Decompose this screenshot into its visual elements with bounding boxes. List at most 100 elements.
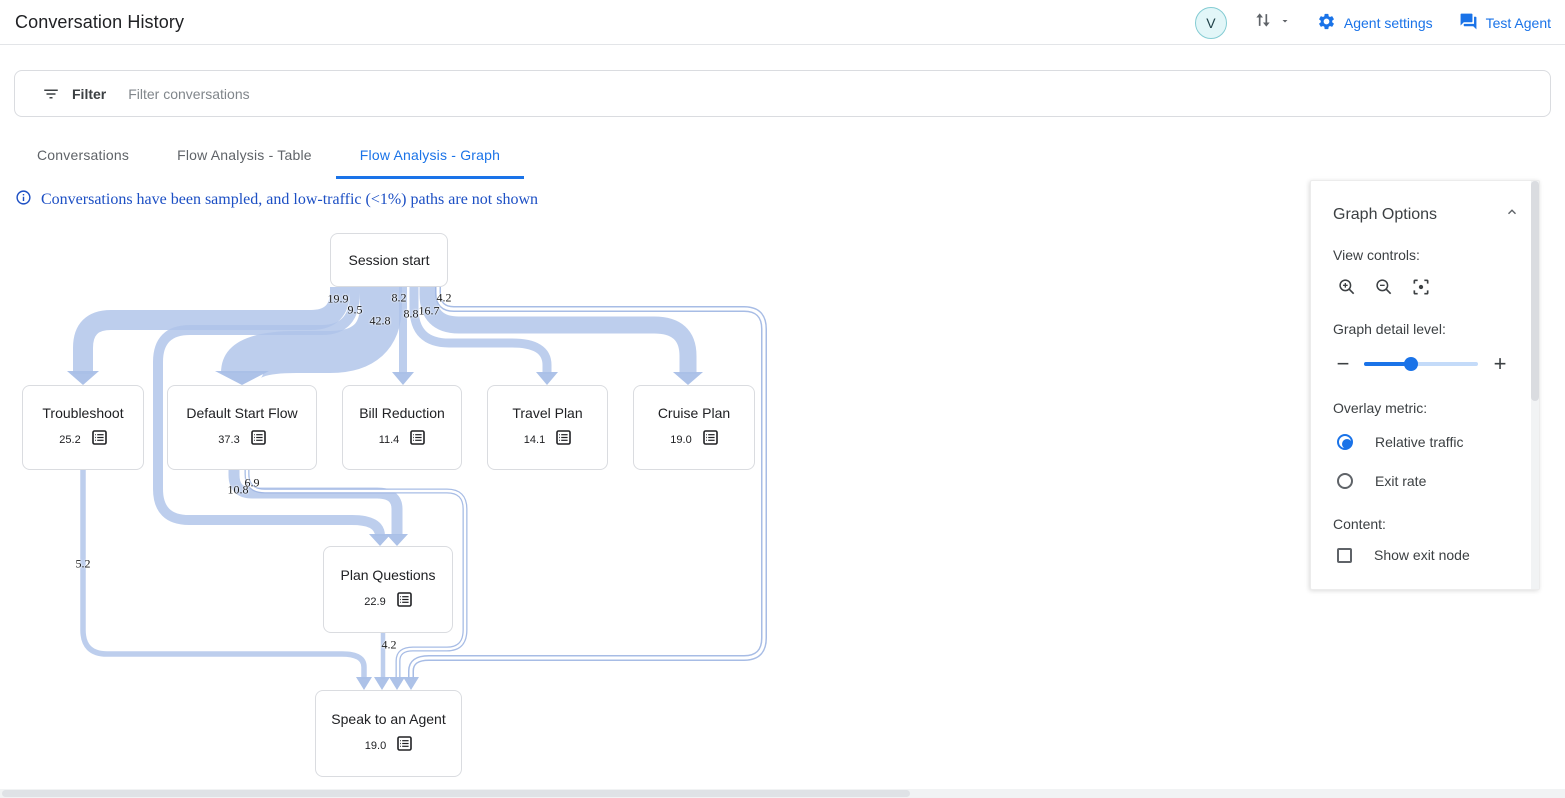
tab-label: Flow Analysis - Graph	[359, 146, 501, 163]
radio-label: Relative traffic	[1375, 434, 1464, 450]
agent-settings-button[interactable]: Agent settings	[1317, 12, 1433, 34]
panel-scrollbar-thumb[interactable]	[1531, 181, 1539, 402]
tab-bar: Conversations Flow Analysis - Table Flow…	[13, 133, 525, 179]
node-label: Bill Reduction	[359, 405, 445, 421]
horizontal-scrollbar-thumb[interactable]	[2, 790, 910, 797]
avatar[interactable]: V	[1194, 6, 1227, 39]
node-value: 37.3	[218, 434, 240, 446]
node-default-start-flow[interactable]: Default Start Flow 37.3	[167, 385, 317, 470]
edge-label: 10.8	[227, 482, 249, 497]
node-speak-to-an-agent[interactable]: Speak to an Agent 19.0	[315, 690, 462, 777]
node-value: 22.9	[364, 596, 386, 608]
avatar-initial: V	[1206, 14, 1216, 31]
radio-label: Exit rate	[1375, 473, 1427, 489]
tab-conversations[interactable]: Conversations	[13, 133, 153, 179]
chevron-down-icon	[1279, 14, 1291, 32]
content-label: Content:	[1333, 516, 1386, 532]
table-icon[interactable]	[556, 430, 572, 450]
edge-label: 16.7	[418, 303, 440, 318]
radio-relative-traffic[interactable]: Relative traffic	[1337, 434, 1519, 450]
test-agent-button[interactable]: Test Agent	[1459, 12, 1551, 34]
detail-decrease-button[interactable]: −	[1336, 351, 1350, 376]
slider-thumb[interactable]	[1403, 357, 1418, 371]
center-focus-icon[interactable]	[1411, 277, 1431, 297]
edge-session-travelplan	[409, 287, 552, 374]
edge-label: 19.9	[327, 291, 349, 306]
flow-arrowheads	[67, 371, 703, 690]
node-label: Cruise Plan	[657, 405, 731, 421]
tab-label: Conversations	[37, 146, 130, 163]
node-value: 14.1	[523, 434, 546, 446]
radio-selected-icon[interactable]	[1337, 434, 1353, 450]
sampling-notice: Conversations have been sampled, and low…	[15, 189, 538, 211]
detail-increase-button[interactable]: +	[1493, 351, 1507, 376]
node-label: Troubleshoot	[42, 405, 124, 421]
node-travel-plan[interactable]: Travel Plan 14.1	[487, 385, 608, 470]
edge-label: 6.9	[244, 475, 260, 490]
node-value: 25.2	[59, 434, 81, 446]
overlay-metric-label: Overlay metric:	[1333, 400, 1428, 416]
chat-icon	[1459, 12, 1478, 34]
node-bill-reduction[interactable]: Bill Reduction 11.4	[342, 385, 462, 470]
table-icon[interactable]	[396, 592, 412, 612]
node-label: Plan Questions	[340, 567, 436, 583]
header-actions: V Agent settings Test Agent	[1194, 0, 1551, 45]
notice-text: Conversations have been sampled, and low…	[41, 191, 539, 208]
node-value: 19.0	[670, 434, 692, 446]
detail-slider[interactable]	[1364, 357, 1478, 371]
edge-label: 9.5	[347, 302, 363, 317]
node-plan-questions[interactable]: Plan Questions 22.9	[323, 546, 453, 633]
node-session-start[interactable]: Session start	[330, 233, 448, 287]
panel-scrollbar[interactable]	[1531, 181, 1539, 589]
node-label: Default Start Flow	[186, 405, 298, 421]
filter-icon	[42, 85, 60, 103]
filter-label: Filter	[72, 85, 107, 102]
edge-label: 4.2	[381, 637, 397, 652]
edge-label: 8.2	[391, 290, 407, 305]
agent-settings-label: Agent settings	[1343, 14, 1433, 31]
node-label: Travel Plan	[512, 405, 583, 421]
edge-label: 42.8	[369, 313, 391, 328]
filter-input[interactable]: Filter conversations	[128, 85, 250, 102]
edge-label: 8.8	[403, 306, 419, 321]
node-label: Session start	[348, 252, 430, 268]
radio-exit-rate[interactable]: Exit rate	[1337, 473, 1519, 489]
tab-flow-analysis-table[interactable]: Flow Analysis - Table	[153, 133, 336, 179]
table-icon[interactable]	[397, 736, 413, 756]
tab-flow-analysis-graph[interactable]: Flow Analysis - Graph	[335, 133, 525, 179]
table-icon[interactable]	[91, 430, 107, 450]
graph-detail-slider-row: − +	[1333, 353, 1519, 375]
horizontal-scrollbar[interactable]	[0, 789, 1565, 798]
node-value: 11.4	[378, 434, 400, 446]
zoom-out-icon[interactable]	[1374, 277, 1394, 297]
zoom-in-icon[interactable]	[1337, 277, 1357, 297]
node-cruise-plan[interactable]: Cruise Plan 19.0	[633, 385, 755, 470]
graph-options-title: Graph Options	[1333, 205, 1438, 223]
edge-session-troubleshoot	[73, 287, 350, 374]
filter-bar[interactable]: Filter Filter conversations	[14, 70, 1551, 117]
show-exit-node-row[interactable]: Show exit node	[1337, 547, 1519, 563]
swap-vertical-icon	[1253, 10, 1273, 35]
collapse-chevron-up-icon[interactable]	[1505, 205, 1519, 224]
edge-session-defaultstartflow	[221, 287, 402, 380]
page-title: Conversation History	[15, 11, 185, 32]
table-icon[interactable]	[410, 430, 426, 450]
sort-control[interactable]	[1253, 10, 1291, 35]
app-header: Conversation History V Agent settings Te…	[0, 0, 1565, 45]
table-icon[interactable]	[702, 430, 718, 450]
tab-label: Flow Analysis - Table	[177, 146, 312, 163]
edge-session-cruiseplan	[419, 287, 697, 374]
edge-troubleshoot-speak	[80, 470, 367, 679]
edge-label: 5.2	[75, 556, 91, 571]
radio-unselected-icon[interactable]	[1337, 473, 1353, 489]
info-icon	[15, 189, 32, 211]
checkbox-unchecked-icon[interactable]	[1337, 547, 1352, 563]
node-troubleshoot[interactable]: Troubleshoot 25.2	[22, 385, 144, 470]
view-controls-label: View controls:	[1333, 247, 1420, 263]
graph-options-panel: Graph Options View controls: Graph detai…	[1310, 180, 1540, 590]
table-icon[interactable]	[250, 430, 266, 450]
test-agent-label: Test Agent	[1485, 14, 1551, 31]
node-label: Speak to an Agent	[331, 711, 446, 727]
node-value: 19.0	[364, 740, 387, 752]
